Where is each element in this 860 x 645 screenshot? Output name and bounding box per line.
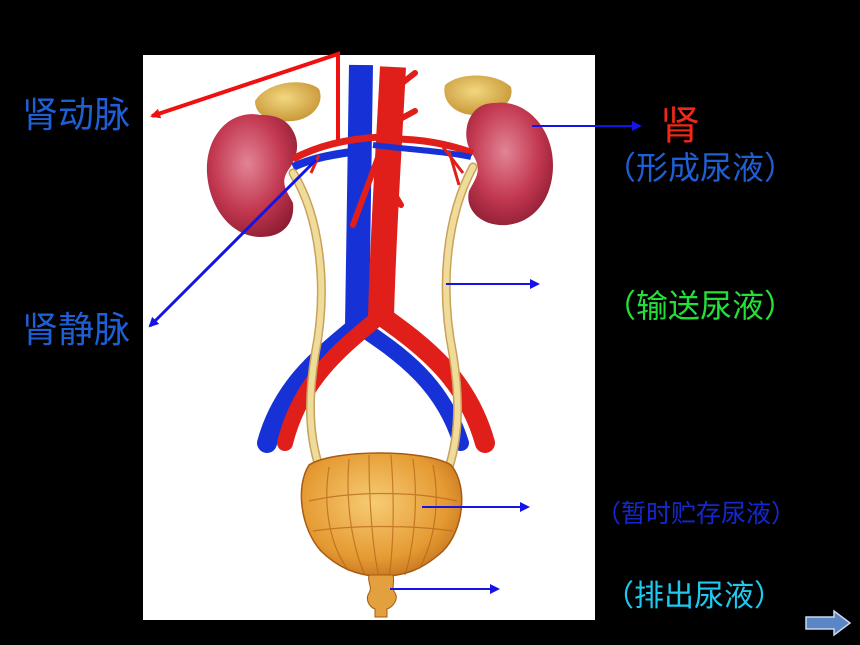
label-bladder-note: （暂时贮存尿液）	[596, 499, 797, 528]
next-slide-button[interactable]	[804, 609, 852, 637]
left-renal-artery	[291, 133, 382, 163]
right-arrow-icon	[805, 609, 852, 637]
inferior-vena-cava	[345, 64, 373, 328]
label-renal-vein: 肾静脉	[22, 310, 131, 351]
right-kidney	[466, 102, 553, 226]
label-kidney-note: （形成尿液）	[604, 149, 797, 187]
label-kidney: 肾	[660, 103, 700, 149]
right-renal-vein	[372, 142, 472, 160]
right-renal-artery	[392, 135, 475, 157]
label-urethra-note: （排出尿液）	[604, 579, 784, 614]
right-ureter-fill	[440, 164, 476, 486]
abdominal-aorta	[368, 66, 406, 318]
aorta-branches	[350, 70, 418, 228]
right-iliac-artery	[373, 307, 495, 453]
urethra	[366, 574, 397, 618]
label-ureter-note: （输送尿液）	[604, 287, 797, 325]
label-renal-artery: 肾动脉	[22, 95, 131, 136]
left-kidney	[206, 114, 298, 237]
urinary-system-illustration	[143, 55, 595, 620]
bladder-muscle-lines	[308, 454, 458, 578]
left-iliac-artery	[277, 309, 387, 451]
urinary-bladder	[300, 452, 463, 578]
urinary-system-drawing	[206, 64, 553, 618]
